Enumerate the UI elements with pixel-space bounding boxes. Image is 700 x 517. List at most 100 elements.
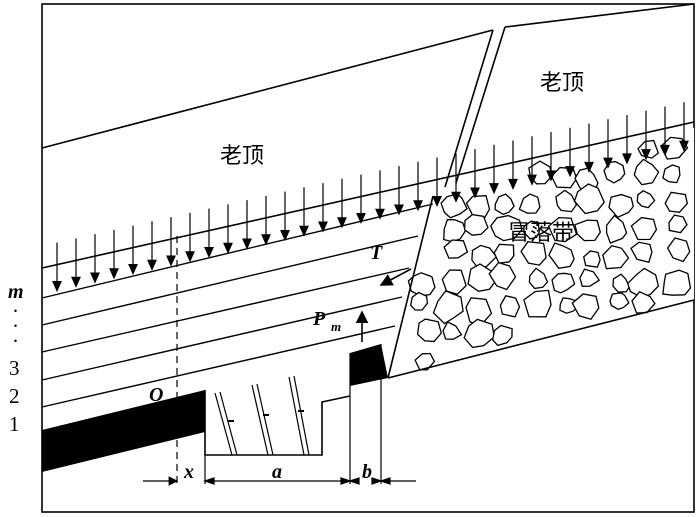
rubble-rock: [407, 272, 436, 297]
rubble-rock: [493, 243, 515, 264]
rubble-rock: [523, 289, 552, 318]
caving-bottom-boundary: [387, 299, 695, 379]
rubble-rock: [416, 318, 443, 343]
main-roof-top-line: [41, 29, 494, 149]
origin-label: O: [149, 384, 163, 406]
main-roof-label-right: 老顶: [540, 71, 584, 96]
rubble-rock: [573, 183, 605, 215]
layer-dot-1: ·: [12, 299, 19, 323]
load-arrows: [52, 102, 689, 293]
rubble-rock: [605, 214, 628, 244]
caving-left-boundary: [387, 195, 434, 379]
load-arrowhead: [679, 140, 689, 152]
load-arrowhead: [470, 187, 480, 199]
load-arrowhead: [622, 153, 632, 165]
load-arrowhead: [394, 204, 404, 216]
load-arrowhead: [71, 276, 81, 288]
load-arrowhead: [508, 178, 518, 191]
rubble-rock: [630, 241, 653, 263]
rubble-rock: [489, 214, 523, 242]
load-arrowhead: [375, 208, 385, 220]
rubble-rock: [602, 244, 630, 270]
load-arrowhead: [242, 238, 252, 250]
rubble-rock: [410, 291, 429, 311]
main-roof-right-top-line: [504, 3, 695, 28]
load-arrowhead: [603, 157, 613, 169]
load-arrowhead: [299, 225, 309, 237]
rubble-rock: [432, 290, 464, 325]
layer-m-line: [41, 203, 434, 299]
rubble-rock: [571, 293, 600, 320]
force-P-label: P: [312, 308, 326, 330]
rubble-rock: [662, 269, 692, 296]
rubble-rock: [492, 324, 513, 347]
load-arrowhead: [546, 170, 556, 182]
load-arrowhead: [527, 174, 537, 186]
rubble-rock: [528, 267, 549, 290]
rubble-rock: [547, 216, 578, 243]
fracture-line-left: [444, 29, 494, 188]
layer-line-d: [41, 325, 396, 408]
rubble-rock: [548, 242, 575, 270]
force-T-label: T: [370, 242, 383, 264]
pillar-block: [350, 344, 388, 386]
rubble-rock: [494, 193, 515, 216]
load-arrowhead: [223, 242, 233, 254]
rubble-rock: [440, 192, 468, 219]
load-arrowhead: [432, 195, 442, 208]
rubble-rock: [666, 237, 691, 263]
rubble-rock: [463, 318, 496, 349]
force-T-arrow: [379, 268, 412, 286]
rubble-rock: [488, 261, 517, 291]
load-arrowhead: [147, 259, 157, 271]
caving-rubble: [407, 136, 692, 371]
load-arrowhead: [489, 183, 499, 195]
main-roof-label-left: 老顶: [220, 144, 264, 169]
rubble-rock: [443, 239, 469, 259]
rubble-rock: [523, 220, 540, 240]
rubble-rock: [608, 193, 635, 219]
layer-m-label: m: [8, 281, 24, 303]
caving-zone-label: 冒落带: [508, 221, 574, 246]
load-arrowhead: [641, 149, 651, 161]
main-roof-bottom-line: [41, 121, 695, 269]
rubble-rock: [555, 189, 578, 213]
rubble-rock: [414, 352, 436, 371]
rubble-rock: [664, 191, 689, 213]
dimension-lines: [143, 476, 416, 486]
load-arrowhead: [261, 234, 271, 246]
layer-dot-2: ·: [12, 314, 19, 338]
load-arrowhead: [280, 229, 290, 242]
rubble-rock: [630, 216, 658, 241]
load-arrowhead: [90, 272, 100, 284]
layer-line-b: [41, 267, 410, 353]
rubble-rock: [574, 219, 602, 242]
dim-b-label: b: [362, 461, 372, 483]
load-arrowhead: [204, 247, 214, 259]
fracture-line-right: [455, 26, 506, 184]
rubble-rock: [662, 164, 681, 184]
rubble-rock: [633, 158, 660, 186]
rubble-rock: [520, 241, 547, 266]
load-arrowhead: [166, 255, 176, 267]
rubble-rock: [518, 193, 541, 214]
layer-2-label: 2: [9, 384, 20, 408]
rubble-rock: [463, 213, 489, 236]
load-arrowhead: [109, 268, 119, 280]
rubble-rock: [441, 269, 467, 296]
support-props: [214, 375, 310, 456]
load-arrowhead: [318, 221, 328, 233]
load-arrowhead: [413, 200, 423, 212]
load-arrowhead: [52, 281, 62, 293]
layer-line-a: [41, 235, 419, 326]
dim-a-label: a: [272, 461, 282, 483]
rubble-rock: [609, 292, 630, 311]
load-arrowhead: [337, 217, 347, 229]
working-space-outline: [204, 390, 351, 456]
load-arrowhead: [660, 144, 670, 156]
rubble-rock: [499, 295, 521, 318]
load-arrowhead: [356, 212, 366, 225]
load-arrowhead: [584, 161, 594, 173]
